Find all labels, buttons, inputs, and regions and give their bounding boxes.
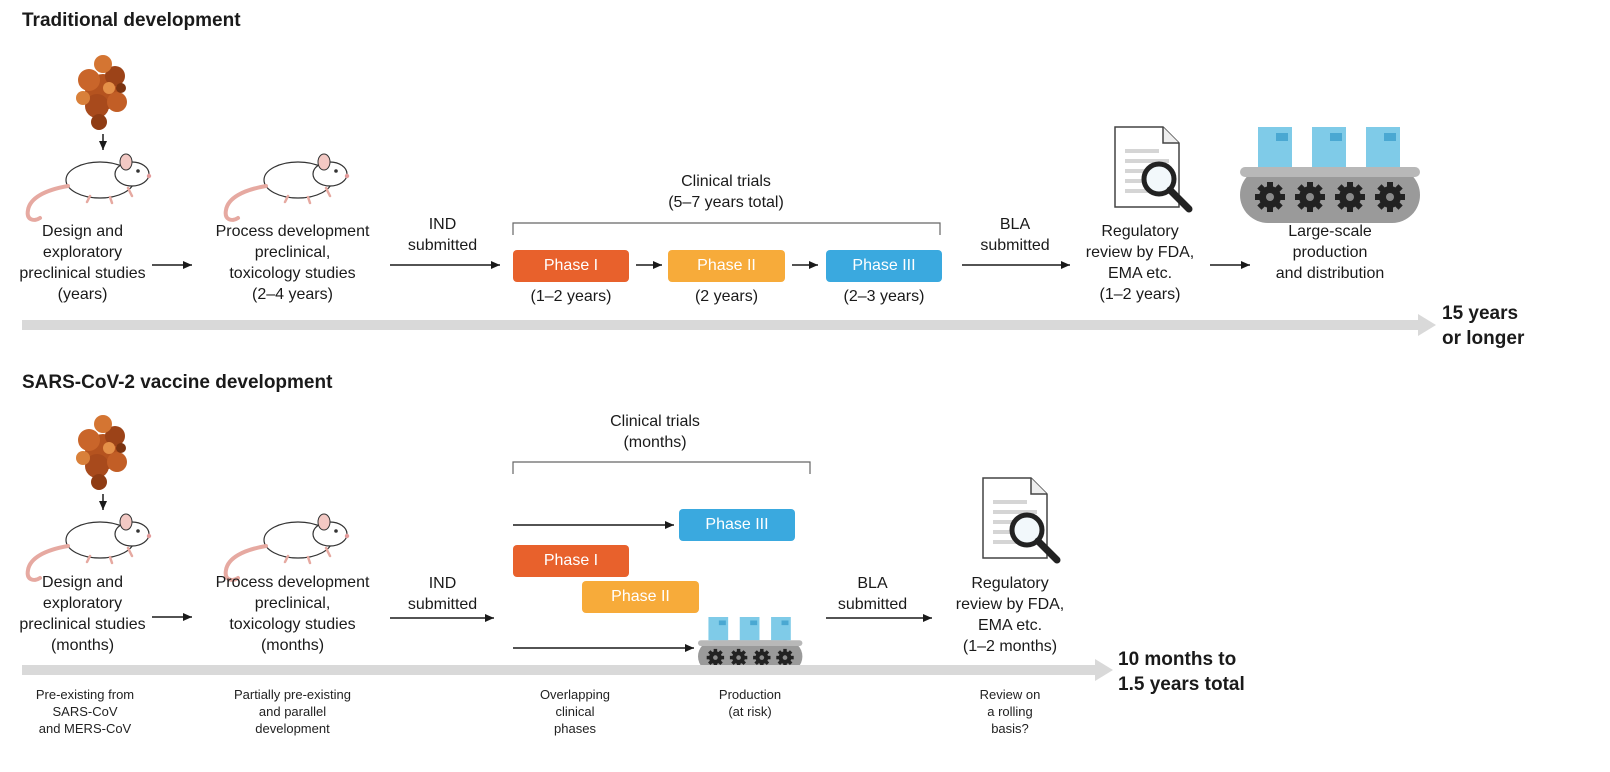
phase-2-duration: (2 years) — [694, 288, 759, 305]
phase-3-label: Phase III — [705, 516, 769, 533]
phase-2-block: Phase II — [668, 250, 785, 282]
phase-2-block: Phase II — [582, 581, 699, 613]
mouse-icon — [25, 512, 154, 582]
clinical-trials-label: Clinical trials(5–7 years total) — [668, 173, 784, 211]
mouse-icon — [223, 512, 352, 582]
clinical-bracket — [512, 222, 941, 235]
phase-1-label: Phase I — [543, 552, 599, 569]
mouse-icon — [25, 152, 154, 222]
phase-3-label: Phase III — [852, 257, 916, 274]
clinical-trials-label: Clinical trials(months) — [610, 413, 700, 451]
document-review-icon — [983, 478, 1057, 560]
clinical-bracket — [512, 461, 811, 474]
phase-1-duration: (1–2 years) — [530, 288, 612, 305]
phase-1-block: Phase I — [513, 545, 629, 577]
timeline-arrow — [22, 314, 1436, 336]
virus-icon — [76, 55, 127, 130]
conveyor-icon — [1240, 127, 1420, 223]
phase-1-label: Phase I — [543, 257, 599, 274]
phase-3-block: Phase III — [826, 250, 942, 282]
timeline-arrow — [22, 659, 1113, 681]
note-production: Production(at risk) — [718, 687, 782, 719]
phase-3-block: Phase III — [679, 509, 795, 541]
section-title-sars: SARS-CoV-2 vaccine development — [22, 372, 333, 393]
phase-2-label: Phase II — [697, 257, 756, 274]
mouse-icon — [223, 152, 352, 222]
section-title-traditional: Traditional development — [22, 10, 241, 31]
phase-3-duration: (2–3 years) — [843, 288, 925, 305]
conveyor-small-icon — [698, 617, 802, 673]
phase-2-label: Phase II — [611, 588, 670, 605]
document-review-icon — [1115, 127, 1189, 209]
phase-1-block: Phase I — [513, 250, 629, 282]
virus-icon — [76, 415, 127, 490]
